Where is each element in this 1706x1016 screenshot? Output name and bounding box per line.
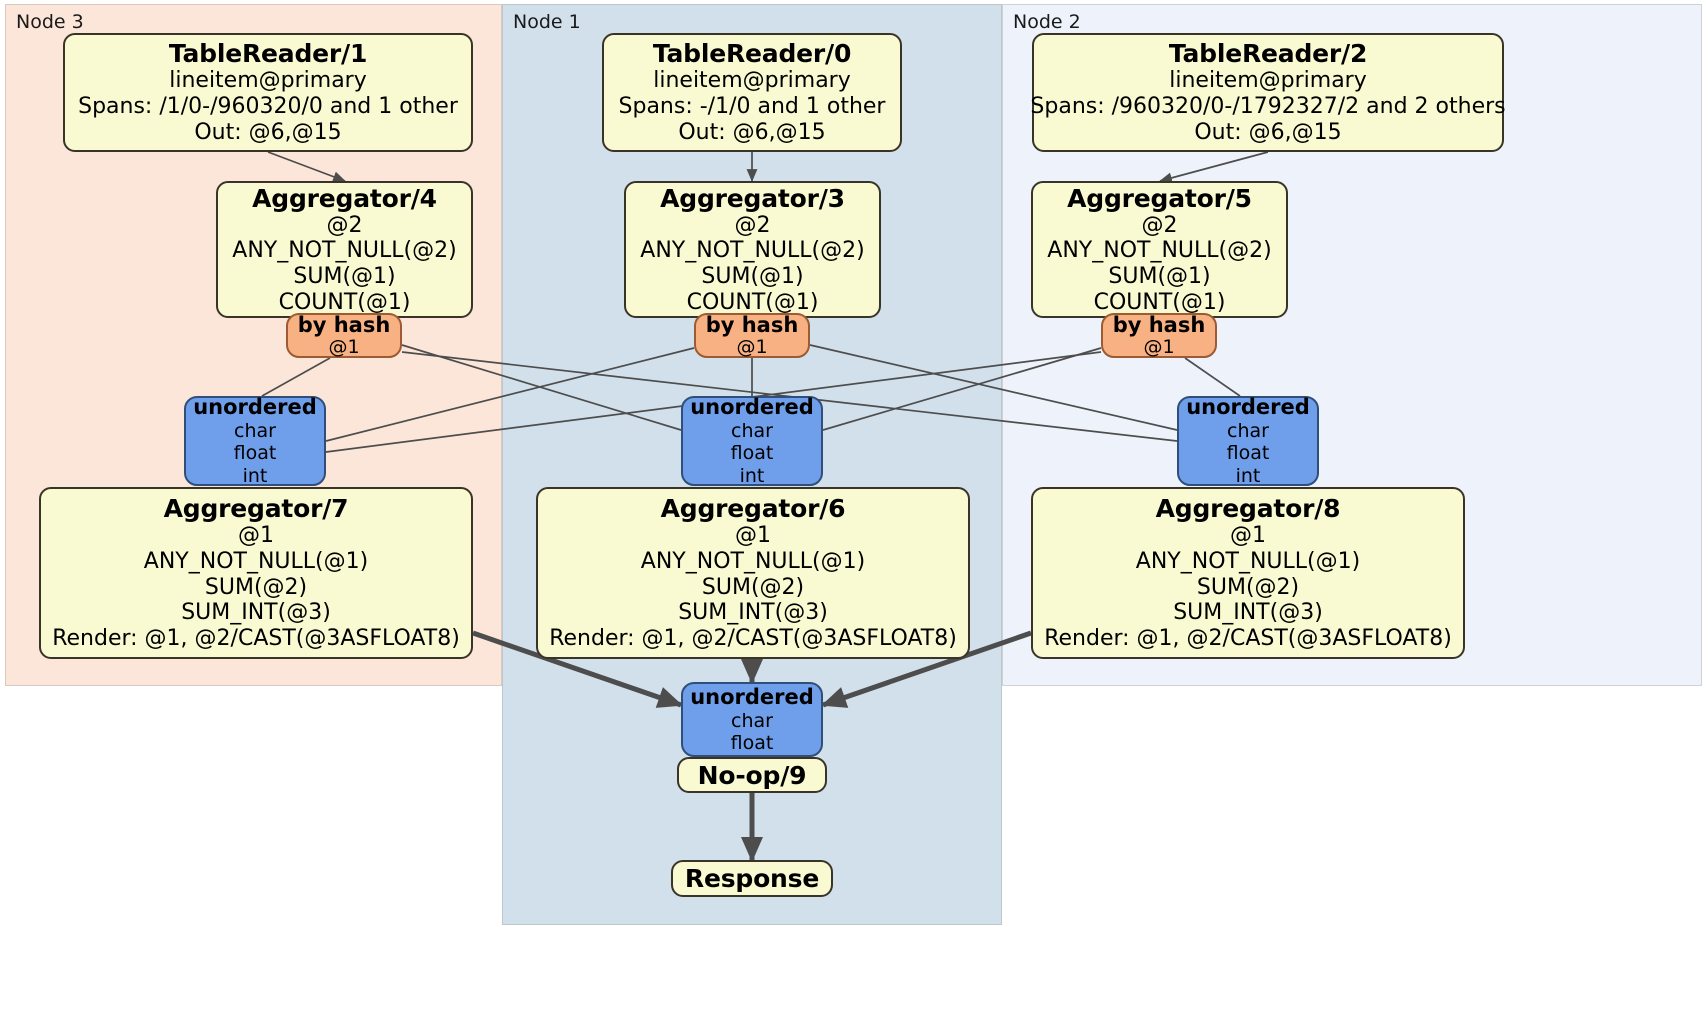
- hash-router-title: by hash: [297, 312, 391, 337]
- processor-title: No-op/9: [697, 760, 807, 790]
- processor-title: Aggregator/3: [660, 183, 845, 213]
- stream-router-title: unordered: [690, 394, 814, 419]
- processor-detail-line: Spans: /960320/0-/1792327/2 and 2 others: [1030, 94, 1506, 120]
- stream-router-type: char: [234, 419, 276, 442]
- processor-response[interactable]: Response: [671, 860, 833, 897]
- stream-router-type: int: [1235, 464, 1261, 487]
- stream-router-title: unordered: [690, 684, 814, 709]
- processor-detail-line: lineitem@primary: [169, 68, 367, 94]
- node-panel-label: Node 3: [16, 11, 84, 33]
- processor-detail-line: Render: @1, @2/CAST(@3ASFLOAT8): [1044, 626, 1452, 652]
- stream-router-type: char: [731, 709, 773, 732]
- processor-detail-line: Render: @1, @2/CAST(@3ASFLOAT8): [52, 626, 460, 652]
- hash-router-byhash3[interactable]: by hash@1: [694, 313, 810, 358]
- processor-title: Response: [684, 864, 820, 893]
- processor-detail-line: SUM(@2): [204, 574, 308, 600]
- processor-detail-line: @2: [1141, 212, 1178, 238]
- processor-detail-line: @2: [734, 212, 771, 238]
- node-panel-label: Node 1: [513, 11, 581, 33]
- stream-router-type: float: [730, 442, 774, 465]
- processor-detail-line: COUNT(@1): [686, 289, 819, 315]
- processor-detail-line: Spans: -/1/0 and 1 other: [618, 94, 886, 120]
- processor-detail-line: SUM_INT(@3): [181, 600, 331, 626]
- processor-detail-line: ANY_NOT_NULL(@1): [143, 548, 369, 574]
- stream-router-type: int: [739, 464, 765, 487]
- processor-detail-line: SUM_INT(@3): [678, 600, 828, 626]
- hash-router-column: @1: [736, 335, 768, 358]
- processor-title: TableReader/0: [652, 39, 852, 69]
- processor-detail-line: SUM(@1): [293, 264, 396, 289]
- processor-title: Aggregator/4: [252, 183, 437, 213]
- processor-title: Aggregator/8: [1155, 494, 1341, 524]
- hash-router-title: by hash: [705, 312, 799, 337]
- processor-detail-line: Render: @1, @2/CAST(@3ASFLOAT8): [549, 626, 957, 652]
- node-panel-label: Node 2: [1013, 11, 1081, 33]
- hash-router-byhash5[interactable]: by hash@1: [1101, 313, 1217, 358]
- hash-router-column: @1: [1143, 335, 1175, 358]
- processor-detail-line: lineitem@primary: [1169, 68, 1367, 94]
- stream-router-title: unordered: [193, 394, 317, 419]
- processor-detail-line: ANY_NOT_NULL(@1): [1135, 548, 1361, 574]
- processor-title: Aggregator/6: [660, 494, 846, 524]
- stream-router-type: char: [1227, 419, 1269, 442]
- processor-title: TableReader/2: [1168, 39, 1368, 69]
- processor-detail-line: @2: [326, 212, 363, 238]
- stream-router-title: unordered: [1186, 394, 1310, 419]
- processor-detail-line: Out: @6,@15: [678, 119, 826, 145]
- processor-title: Aggregator/5: [1067, 183, 1252, 213]
- stream-router-type: float: [730, 732, 774, 755]
- hash-router-byhash4[interactable]: by hash@1: [286, 313, 402, 358]
- processor-title: TableReader/1: [168, 39, 368, 69]
- processor-detail-line: SUM(@2): [701, 574, 805, 600]
- stream-router-type: float: [233, 442, 277, 465]
- processor-detail-line: @1: [1230, 523, 1266, 549]
- processor-detail-line: SUM(@2): [1196, 574, 1300, 600]
- processor-detail-line: SUM_INT(@3): [1173, 600, 1323, 626]
- processor-title: Aggregator/7: [163, 494, 349, 524]
- hash-router-column: @1: [328, 335, 360, 358]
- processor-detail-line: Out: @6,@15: [1194, 119, 1342, 145]
- hash-router-title: by hash: [1112, 312, 1206, 337]
- stream-router-type: int: [242, 464, 268, 487]
- processor-detail-line: @1: [735, 523, 771, 549]
- processor-detail-line: ANY_NOT_NULL(@2): [1047, 238, 1272, 264]
- processor-detail-line: @1: [238, 523, 274, 549]
- processor-detail-line: Out: @6,@15: [194, 119, 342, 145]
- processor-detail-line: SUM(@1): [1108, 264, 1211, 289]
- processor-detail-line: lineitem@primary: [653, 68, 851, 94]
- processor-detail-line: ANY_NOT_NULL(@1): [640, 548, 866, 574]
- processor-detail-line: COUNT(@1): [1093, 289, 1226, 315]
- processor-detail-line: ANY_NOT_NULL(@2): [640, 238, 865, 264]
- processor-detail-line: SUM(@1): [701, 264, 804, 289]
- processor-detail-line: Spans: /1/0-/960320/0 and 1 other: [78, 94, 458, 120]
- stream-router-type: char: [731, 419, 773, 442]
- processor-detail-line: COUNT(@1): [278, 289, 411, 315]
- stream-router-type: float: [1226, 442, 1270, 465]
- processor-detail-line: ANY_NOT_NULL(@2): [232, 238, 457, 264]
- processor-noop9[interactable]: No-op/9: [677, 757, 827, 793]
